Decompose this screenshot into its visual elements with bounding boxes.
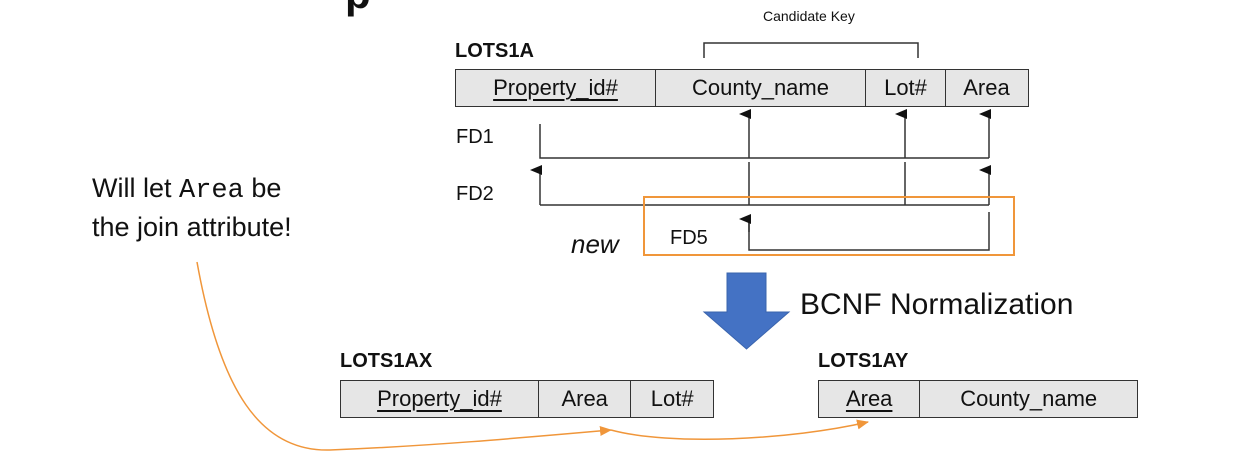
fd2-connector <box>530 162 991 206</box>
note-text: Will let <box>92 173 179 203</box>
attribute-label: Area <box>963 75 1010 100</box>
candidate-key-bracket <box>703 42 919 58</box>
attribute-county-name: County_name <box>656 70 866 106</box>
candidate-key-label: Candidate Key <box>763 8 855 24</box>
attribute-property-id: Property_id# <box>341 381 539 417</box>
attribute-property-id: Property_id# <box>456 70 656 106</box>
fd5-label: FD5 <box>670 227 708 249</box>
relation-table-lots1ay: Area County_name <box>818 380 1138 418</box>
join-attribute-curve-right <box>610 419 869 441</box>
attribute-label: County_name <box>960 386 1098 411</box>
new-fd-highlight-box <box>643 196 1015 256</box>
fd2-label: FD2 <box>456 183 494 205</box>
process-label: BCNF Normalization <box>800 288 1074 321</box>
new-label: new <box>571 229 619 259</box>
attribute-label: Lot# <box>884 75 927 100</box>
relation-name-lots1ax: LOTS1AX <box>340 350 433 372</box>
attribute-label: Area <box>845 386 893 411</box>
fd5-connector <box>739 212 990 251</box>
fd1-label: FD1 <box>456 126 494 148</box>
note-text: be <box>243 173 282 203</box>
note-line-1: Will let Area be <box>92 170 292 209</box>
normalization-arrow-icon <box>702 272 791 350</box>
join-attribute-curve <box>196 261 612 451</box>
attribute-lot: Lot# <box>866 70 946 106</box>
attribute-area: Area <box>819 381 921 417</box>
attribute-area: Area <box>539 381 632 417</box>
attribute-county-name: County_name <box>920 381 1137 417</box>
relation-table-lots1ax: Property_id# Area Lot# <box>340 380 714 418</box>
page-title-fragment: p <box>345 0 371 18</box>
relation-name-lots1ay: LOTS1AY <box>818 350 909 372</box>
attribute-label: County_name <box>692 75 829 100</box>
attribute-label: Property_id# <box>377 386 502 411</box>
fd1-connector <box>539 109 991 159</box>
join-attribute-note: Will let Area be the join attribute! <box>92 170 292 245</box>
attribute-lot: Lot# <box>631 381 713 417</box>
attribute-area: Area <box>946 70 1027 106</box>
attribute-label: Lot# <box>650 386 694 411</box>
attribute-label: Property_id# <box>493 75 618 100</box>
relation-name-lots1a: LOTS1A <box>455 40 534 62</box>
note-line-2: the join attribute! <box>92 212 292 242</box>
attribute-label: Area <box>561 386 608 411</box>
relation-table-lots1a: Property_id# County_name Lot# Area <box>455 69 1029 107</box>
note-code: Area <box>179 176 244 206</box>
